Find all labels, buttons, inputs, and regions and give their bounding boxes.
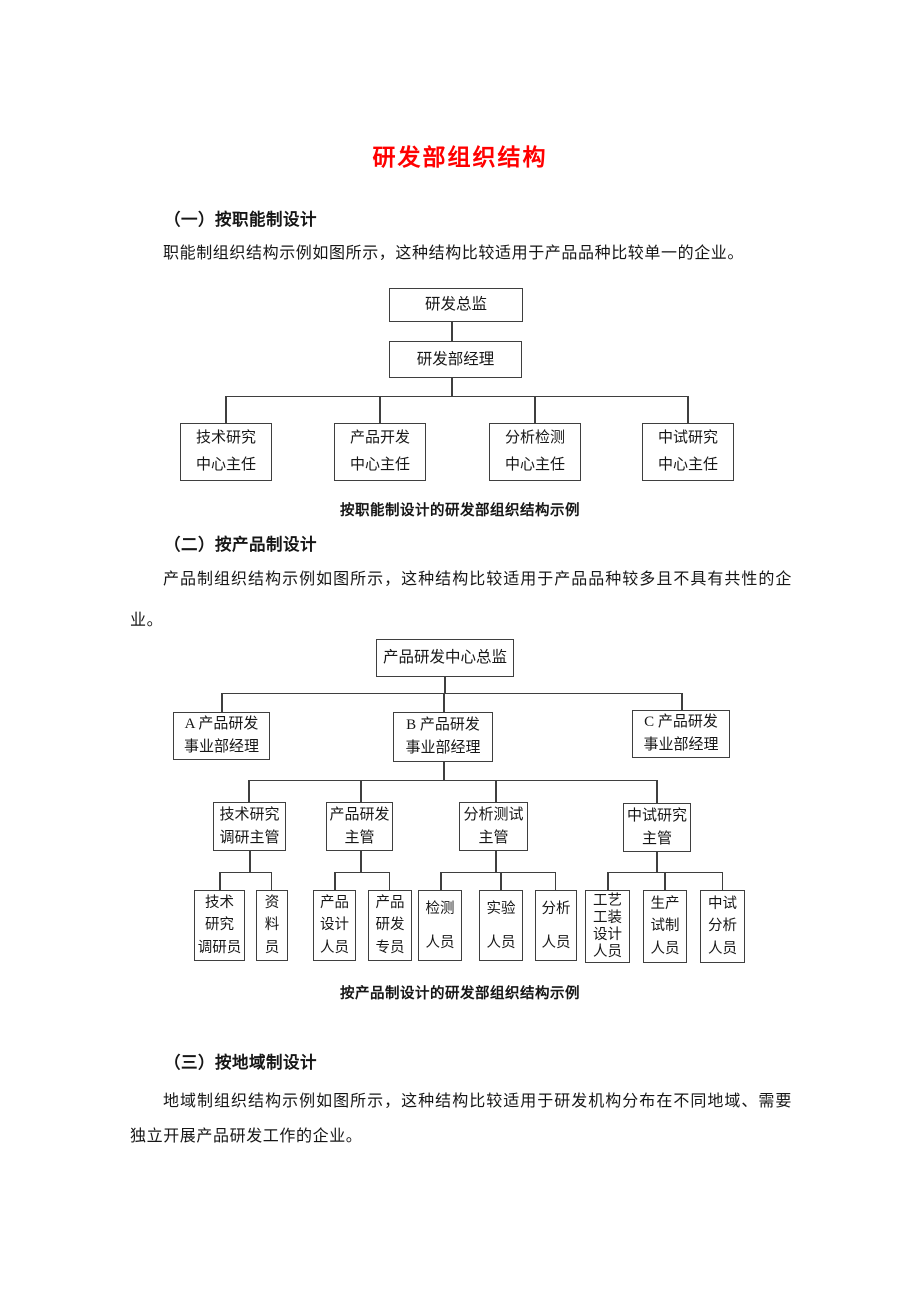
- section-1-paragraph-line: 职能制组织结构示例如图所示，这种结构比较适用于产品品种比较单一的企业。: [163, 245, 745, 262]
- section-1-heading: （一）按职能制设计: [164, 210, 317, 229]
- figure-1-caption: 按职能制设计的研发部组织结构示例: [340, 503, 580, 519]
- org-node-product-rd-supervisor: 产品研发 主管: [326, 802, 393, 851]
- connector-line: [444, 677, 446, 693]
- connector-line: [248, 779, 658, 781]
- org-node-division-a-manager: A 产品研发 事业部经理: [173, 712, 270, 760]
- connector-line: [221, 693, 223, 712]
- org-node-product-dev-center-director: 产品开发 中心主任: [334, 423, 426, 481]
- org-node-tech-research-center-director: 技术研究 中心主任: [180, 423, 272, 481]
- section-3-heading: （三）按地域制设计: [164, 1053, 317, 1072]
- figure-2-caption: 按产品制设计的研发部组织结构示例: [340, 986, 580, 1002]
- section-3-paragraph-line: 地域制组织结构示例如图所示，这种结构比较适用于研发机构分布在不同地域、需要: [163, 1093, 792, 1110]
- connector-line: [443, 762, 445, 780]
- connector-line: [248, 780, 250, 802]
- connector-line: [451, 322, 453, 341]
- org-node-pilot-research-center-director: 中试研究 中心主任: [642, 423, 734, 481]
- org-node-analysis-test-supervisor: 分析测试 主管: [459, 802, 528, 851]
- connector-line: [656, 780, 658, 803]
- connector-line: [495, 780, 497, 802]
- org-node-rd-dept-manager: 研发部经理: [389, 341, 522, 378]
- connector-line: [221, 692, 682, 694]
- connector-line: [554, 872, 556, 890]
- connector-line: [534, 396, 536, 423]
- org-node-production-trial-staff: 生产 试制 人员: [643, 890, 687, 963]
- connector-line: [451, 378, 453, 396]
- connector-line: [334, 872, 336, 890]
- connector-line: [443, 693, 445, 712]
- connector-line: [664, 872, 666, 890]
- connector-line: [656, 852, 658, 872]
- org-node-analysis-staff: 分析 人员: [535, 890, 577, 961]
- connector-line: [681, 693, 683, 710]
- connector-line: [495, 851, 497, 872]
- org-node-pilot-research-supervisor: 中试研究 主管: [623, 803, 691, 852]
- org-node-product-rd-specialist: 产品 研发 专员: [368, 890, 412, 961]
- connector-line: [360, 851, 362, 872]
- connector-line: [440, 871, 556, 873]
- connector-line: [249, 851, 251, 872]
- org-node-tech-research-supervisor: 技术研究 调研主管: [213, 802, 286, 851]
- connector-line: [225, 396, 227, 423]
- org-node-pilot-analysis-staff: 中试 分析 人员: [700, 890, 745, 963]
- org-node-inspection-staff: 检测 人员: [418, 890, 462, 961]
- connector-line: [440, 872, 442, 890]
- connector-line: [360, 780, 362, 802]
- connector-line: [379, 396, 381, 423]
- connector-line: [500, 872, 502, 890]
- org-node-division-b-manager: B 产品研发 事业部经理: [393, 712, 493, 762]
- connector-line: [721, 872, 723, 890]
- connector-line: [607, 872, 609, 890]
- section-2-paragraph-line: 产品制组织结构示例如图所示，这种结构比较适用于产品品种较多且不具有共性的企: [163, 571, 792, 588]
- org-node-rd-director: 研发总监: [389, 288, 523, 322]
- org-node-archivist: 资 料 员: [256, 890, 288, 961]
- connector-line: [270, 872, 272, 890]
- org-node-tech-researcher: 技术 研究 调研员: [194, 890, 245, 961]
- section-3-paragraph-line: 独立开展产品研发工作的企业。: [130, 1128, 363, 1145]
- connector-line: [226, 395, 689, 397]
- org-node-division-c-manager: C 产品研发 事业部经理: [632, 710, 730, 758]
- connector-line: [219, 871, 272, 873]
- document-title: 研发部组织结构: [372, 145, 548, 170]
- org-node-product-rd-center-director: 产品研发中心总监: [376, 639, 514, 677]
- connector-line: [334, 871, 390, 873]
- org-node-experiment-staff: 实验 人员: [479, 890, 523, 961]
- org-node-analysis-testing-center-director: 分析检测 中心主任: [489, 423, 581, 481]
- connector-line: [687, 396, 689, 423]
- org-node-process-tooling-designer: 工艺 工装 设计 人员: [585, 890, 630, 963]
- connector-line: [388, 872, 390, 890]
- org-node-product-designer: 产品 设计 人员: [313, 890, 356, 961]
- section-2-heading: （二）按产品制设计: [164, 535, 317, 554]
- connector-line: [219, 872, 221, 890]
- section-2-paragraph-line: 业。: [130, 612, 164, 629]
